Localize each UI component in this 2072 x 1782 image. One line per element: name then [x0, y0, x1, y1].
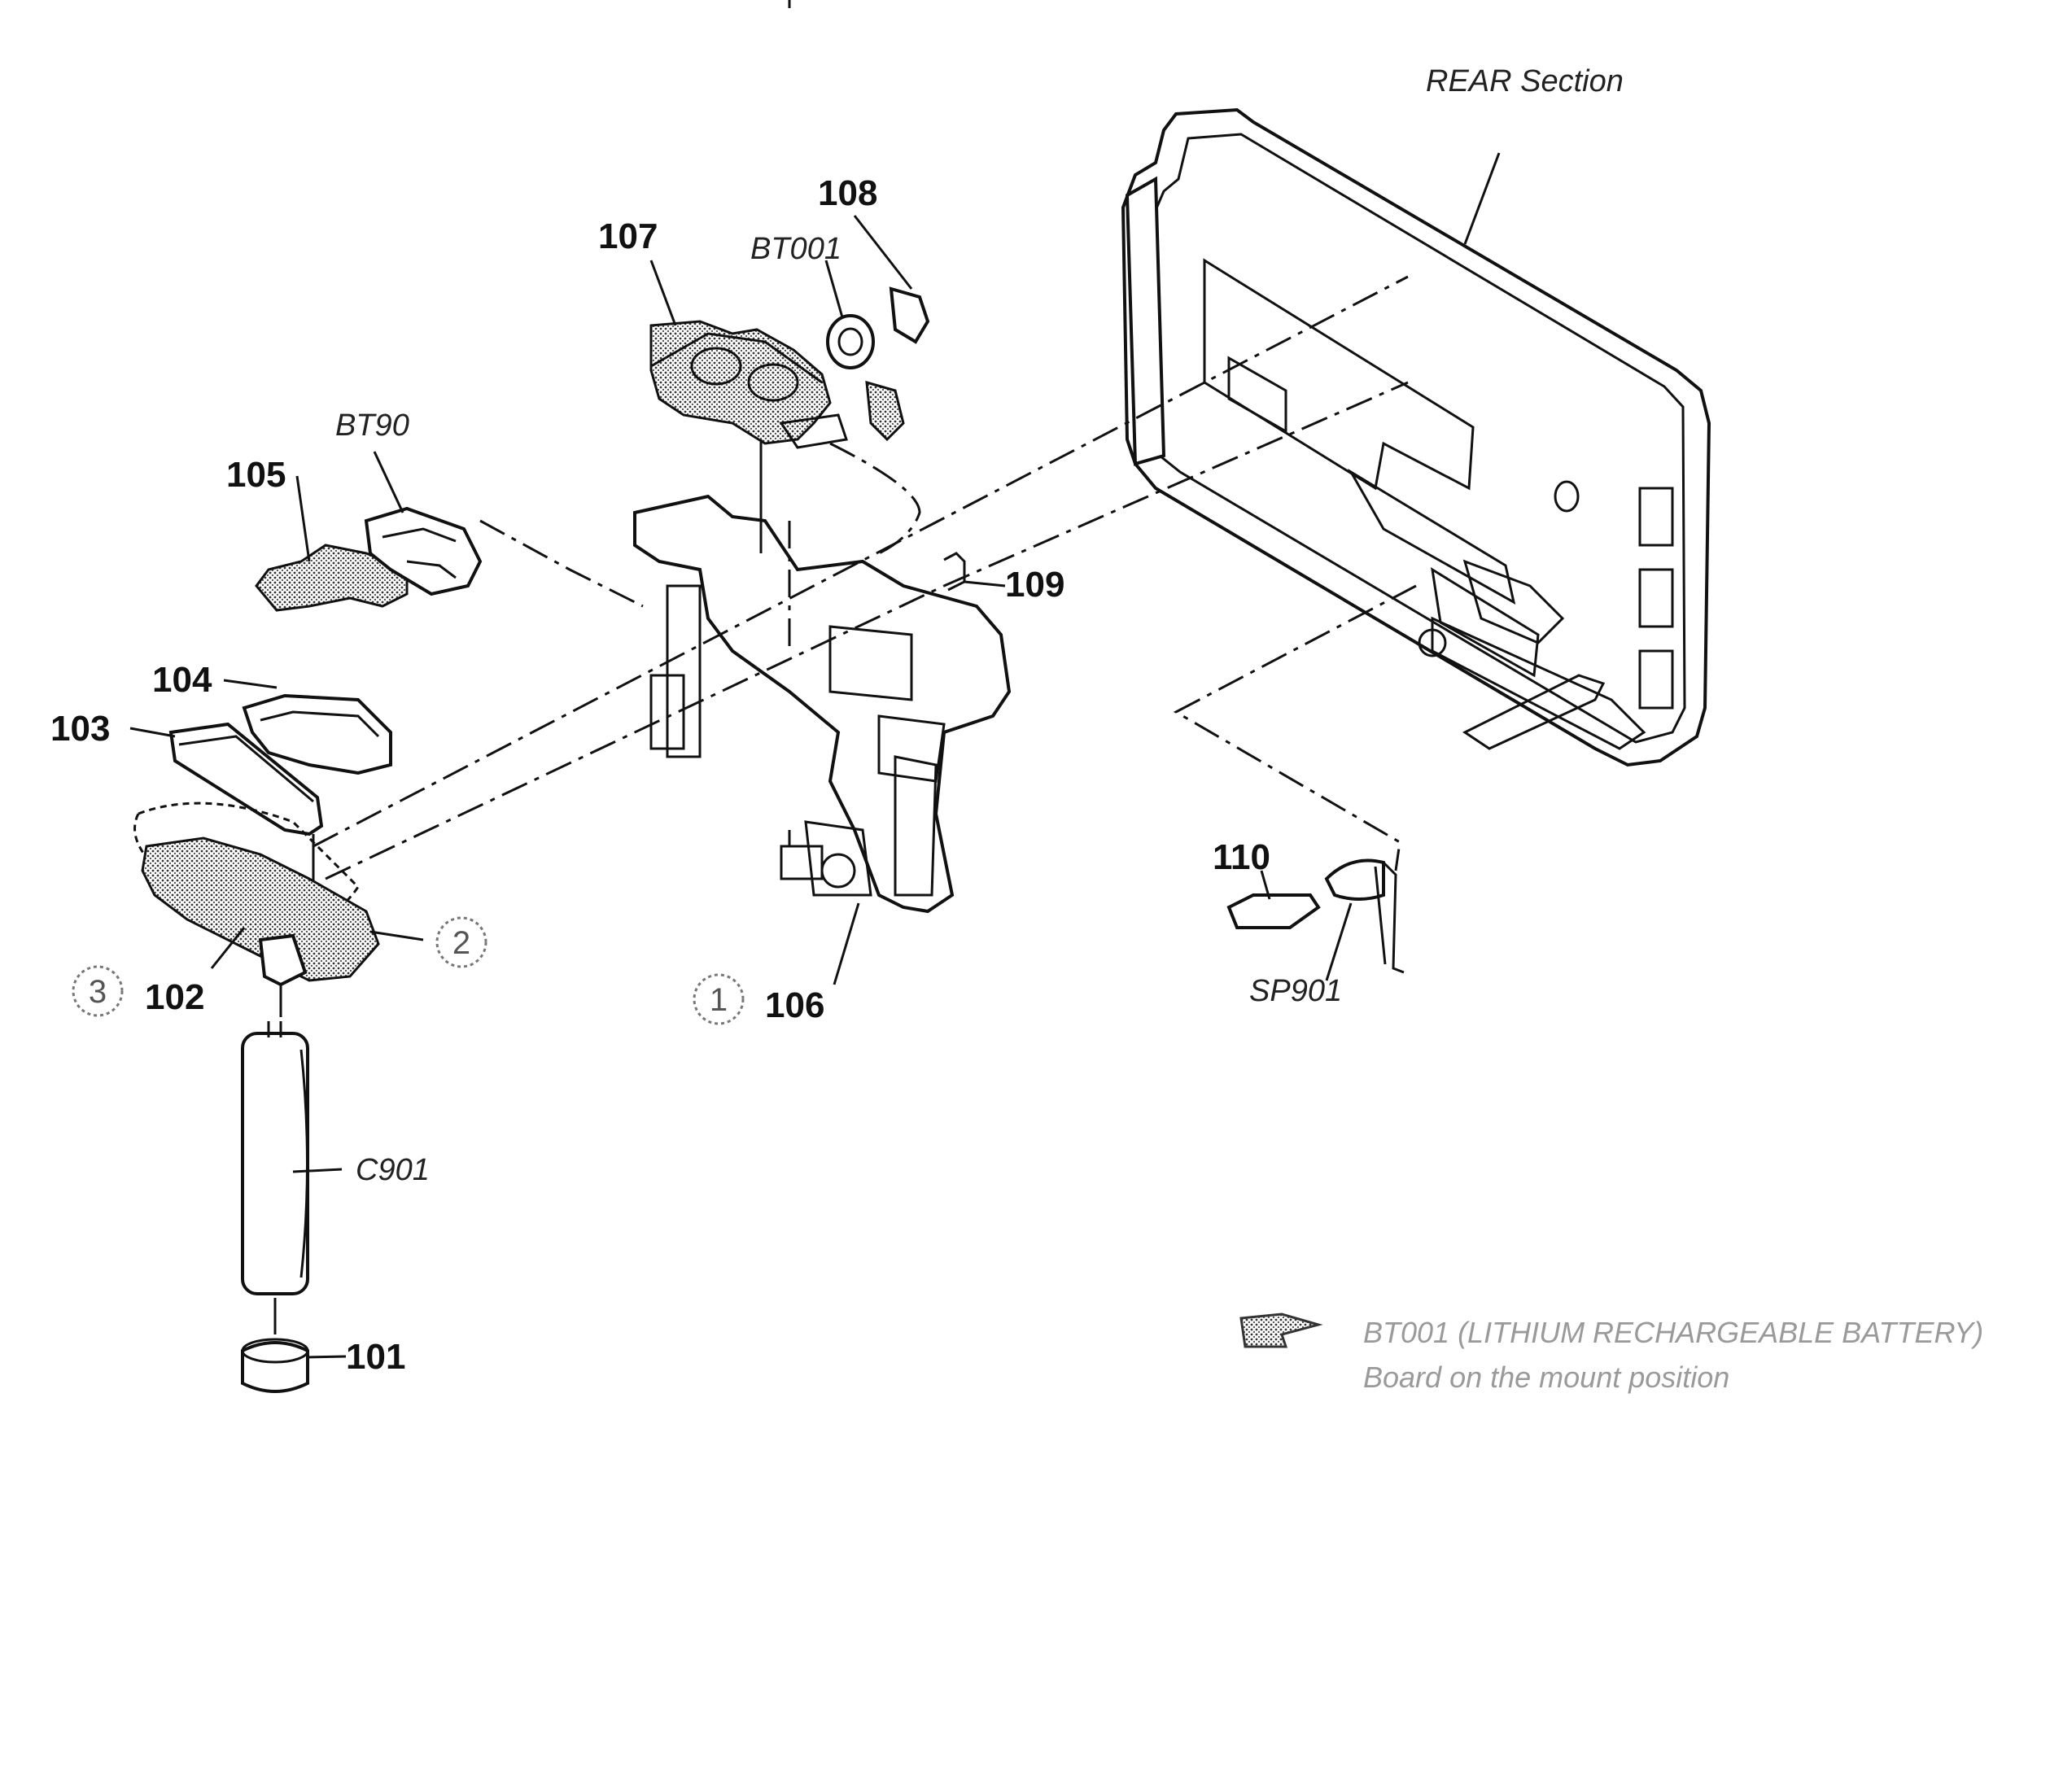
part-label-109: 109 [1005, 565, 1064, 605]
cover-108 [889, 286, 930, 344]
capacitor-c901 [241, 1021, 309, 1334]
part-label-106: 106 [765, 985, 824, 1025]
ref-label-sp901: SP901 [1249, 974, 1342, 1008]
circled-marker-2: 2 [435, 916, 487, 968]
svg-text:2: 2 [452, 925, 470, 961]
rear-section-frame [1121, 107, 1711, 767]
rear-section-label: REAR Section [1426, 64, 1624, 98]
main-frame-106 [633, 494, 1012, 914]
svg-text:3: 3 [89, 974, 107, 1010]
coin-battery-bt001 [826, 314, 905, 442]
ref-label-bt001: BT001 [750, 232, 841, 266]
ref-label-c901: C901 [356, 1153, 430, 1187]
leader-lines [129, 215, 1353, 1359]
part-label-103: 103 [50, 709, 110, 749]
rear-section-leader [1463, 152, 1501, 245]
part-label-101: 101 [346, 1337, 405, 1377]
circled-marker-1: 1 [693, 973, 745, 1025]
part-label-105: 105 [226, 455, 286, 495]
svg-text:1: 1 [710, 982, 728, 1018]
battery-board-icon [1239, 1312, 1323, 1348]
main-board-102 [133, 801, 380, 1017]
board-assembly-107 [649, 320, 848, 553]
speaker-sp901 [1324, 858, 1405, 974]
flex-board-105 [255, 544, 409, 612]
part-label-110: 110 [1213, 837, 1270, 877]
plate-110 [1226, 893, 1321, 929]
clip-109 [943, 552, 966, 592]
cap-101 [241, 1338, 309, 1393]
ref-label-bt90: BT90 [335, 408, 409, 443]
holder-bt90 [364, 506, 483, 596]
alignment-lines [313, 275, 1417, 880]
part-label-104: 104 [152, 660, 212, 700]
part-label-102: 102 [145, 977, 204, 1017]
note-line-1: BT001 (LITHIUM RECHARGEABLE BATTERY) [1363, 1316, 1983, 1349]
part-label-108: 108 [818, 173, 877, 213]
note-line-2: Board on the mount position [1363, 1361, 1729, 1394]
circled-marker-3: 3 [72, 965, 124, 1017]
bracket-104 [242, 693, 392, 775]
part-label-107: 107 [598, 216, 658, 256]
